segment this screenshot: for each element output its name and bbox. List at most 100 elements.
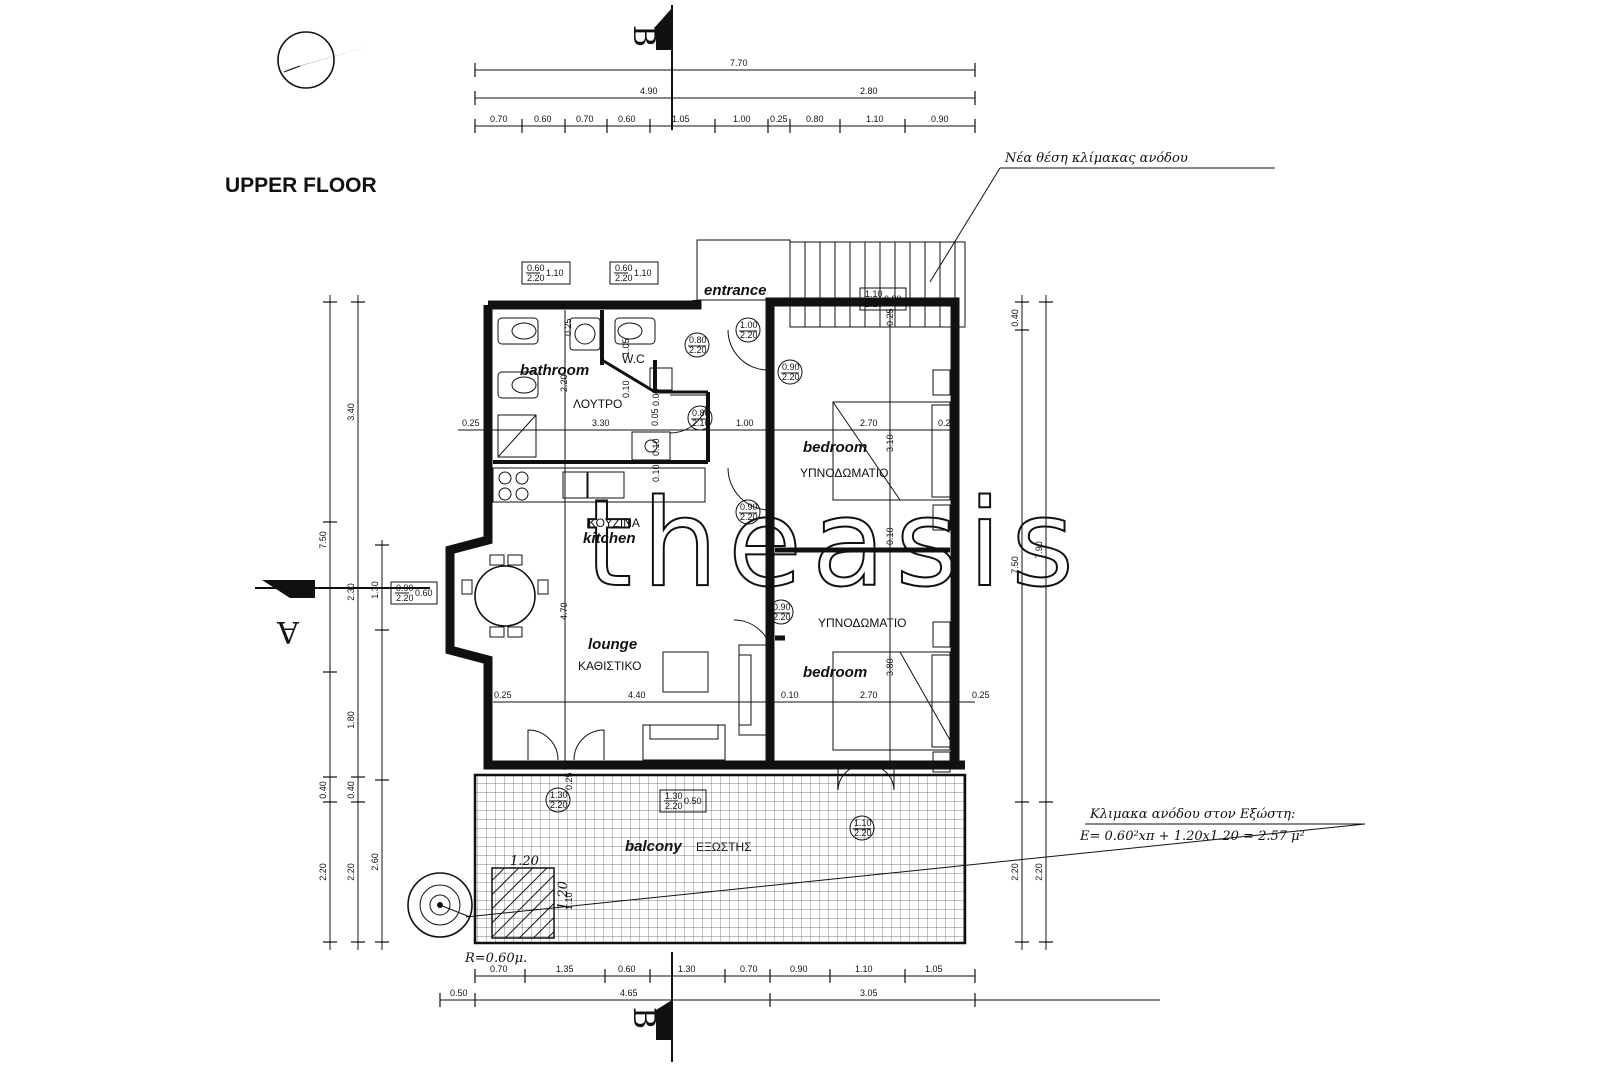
dim-top-seg: 1.05 xyxy=(672,114,690,124)
opening-width: 1.00 xyxy=(740,320,758,330)
opening-height: 2.20 xyxy=(615,273,633,283)
dim-bottom-total: 3.05 xyxy=(860,988,878,998)
dim-interior-vertical: 0.25 xyxy=(563,318,573,336)
bathroom-fixtures xyxy=(497,317,673,461)
opening-width: 0.60 xyxy=(615,263,633,273)
opening-height: 2.10 xyxy=(692,418,710,428)
bedroom1-furniture xyxy=(832,369,951,531)
dimension-top: 7.70 4.90 2.80 0.70 0.60 0.70 0.60 1.05 … xyxy=(474,58,976,133)
opening-width: 0.90 xyxy=(782,362,800,372)
opening-sill: 1.10 xyxy=(546,268,564,278)
dim-right: 0.40 xyxy=(1010,309,1020,327)
opening-width: 1.10 xyxy=(854,818,872,828)
dim-bottom-total: 4.65 xyxy=(620,988,638,998)
dim-bottom-seg: 0.70 xyxy=(740,964,758,974)
annotation-leaders xyxy=(465,167,1366,918)
opening-sill: 0.80 xyxy=(884,294,902,304)
dim-bottom-seg: 1.05 xyxy=(925,964,943,974)
dim-top-seg: 0.60 xyxy=(534,114,552,124)
dim-interior-vertical: 3.80 xyxy=(885,658,895,676)
opening-width: 1.30 xyxy=(550,790,568,800)
opening-tag-circle: 0.80 2.20 xyxy=(684,332,710,358)
room-label-entrance: entrance xyxy=(704,282,767,299)
opening-height: 2.20 xyxy=(773,612,791,622)
opening-height: 2.20 xyxy=(865,299,883,309)
watermark-logo: theasis xyxy=(585,475,1084,614)
lounge-furniture xyxy=(642,644,775,761)
room-label-bathroom-gr: ΛΟΥΤΡΟ xyxy=(573,397,622,411)
room-label-balcony-gr: ΕΞΩΣΤΗΣ xyxy=(696,840,752,854)
dim-bottom-total: 0.50 xyxy=(450,988,468,998)
dim-top-seg: 0.90 xyxy=(931,114,949,124)
opening-width: 0.80 xyxy=(692,408,710,418)
opening-tag-circle: 0.90 2.20 xyxy=(735,499,761,525)
opening-height: 2.20 xyxy=(396,593,414,603)
section-label-b-top: B xyxy=(626,25,661,47)
dim-interior: 4.40 xyxy=(628,690,646,700)
dim-interior-vertical: 0.10 xyxy=(885,527,895,545)
plan-title: UPPER FLOOR xyxy=(225,174,377,197)
dim-interior-vertical: 1.10 xyxy=(564,892,574,910)
opening-height: 2.20 xyxy=(740,512,758,522)
dim-right: 2.20 xyxy=(1010,863,1020,881)
section-label-b-bottom: B xyxy=(626,1007,661,1029)
opening-tag-circle: 0.90 2.20 xyxy=(768,599,794,625)
opening-tag-box: 0.60 2.20 1.10 xyxy=(609,261,659,285)
dim-left-outer: 0.40 xyxy=(318,781,328,799)
dim-interior-vertical: 3.10 xyxy=(885,434,895,452)
balcony-floor xyxy=(473,773,967,945)
room-label-lounge-gr: ΚΑΘΙΣΤΙΚΟ xyxy=(578,659,641,673)
dim-top-seg: 0.70 xyxy=(490,114,508,124)
dimension-bottom: 0.70 1.35 0.60 1.30 0.70 0.90 1.10 1.05 … xyxy=(439,964,1160,1007)
dim-top-right: 2.80 xyxy=(860,86,878,96)
handwritten-stairs-note: Νέα θέση κλίμακας ανόδου xyxy=(1004,151,1188,166)
opening-height: 2.20 xyxy=(550,800,568,810)
dim-left-inner: 2.20 xyxy=(346,863,356,881)
opening-width: 0.60 xyxy=(527,263,545,273)
handwritten-hatch-height: 1.20 xyxy=(556,881,571,910)
opening-width: 0.90 xyxy=(396,583,414,593)
bedroom2-furniture xyxy=(832,621,951,773)
dim-left-outer: 3.40 xyxy=(346,403,356,421)
room-label-wc: W.C xyxy=(622,352,645,366)
opening-tag-box: 1.10 2.20 0.80 xyxy=(859,287,907,311)
opening-tag-circle: 0.90 2.20 xyxy=(777,359,803,385)
dim-interior: 0.25 xyxy=(462,418,480,428)
dim-bottom-seg: 1.35 xyxy=(556,964,574,974)
dim-top-seg: 0.70 xyxy=(576,114,594,124)
spiral-stair-icon xyxy=(407,872,473,938)
entrance-stairs xyxy=(696,239,966,328)
handwritten-spiral-radius: R=0.60μ. xyxy=(464,951,527,966)
opening-height: 2.20 xyxy=(740,330,758,340)
handwritten-roof-stair-note: Κλιμακα ανόδου στον Εξώστη: xyxy=(1089,807,1295,822)
dim-interior-vertical: 4.70 xyxy=(559,602,569,620)
dim-top-seg: 1.10 xyxy=(866,114,884,124)
dim-interior: 2.70 xyxy=(860,690,878,700)
dim-left-col3: 2.60 xyxy=(370,853,380,871)
dim-interior-vertical: 0.25 xyxy=(885,308,895,326)
opening-width: 0.80 xyxy=(689,335,707,345)
handwritten-roof-stair-formula: E= 0.60²xπ + 1.20x1.20 = 2.57 μ² xyxy=(1079,829,1305,844)
dim-right: 2.20 xyxy=(1034,863,1044,881)
room-label-bedroom-1-gr: ΥΠΝΟΔΩΜΑΤΙΟ xyxy=(800,466,889,480)
kitchen-counter xyxy=(492,467,706,503)
room-label-kitchen: kitchen xyxy=(583,530,636,547)
section-label-a: A xyxy=(277,614,300,649)
dim-left-window: 1.30 xyxy=(370,581,380,599)
dim-bottom-seg: 1.10 xyxy=(855,964,873,974)
dim-top-left: 4.90 xyxy=(640,86,658,96)
dim-top-seg: 0.80 xyxy=(806,114,824,124)
room-label-kitchen-gr: ΚΟΥΖΙΝΑ xyxy=(588,516,640,530)
interior-walls xyxy=(493,310,950,641)
dim-interior-vertical: 0.10 xyxy=(651,464,661,482)
section-marker-b-bottom: B xyxy=(626,952,673,1062)
dim-bottom-seg: 1.30 xyxy=(678,964,696,974)
opening-sill: 1.10 xyxy=(634,268,652,278)
opening-tag-circle: 1.10 2.20 xyxy=(849,815,875,841)
dim-left-inner: 0.40 xyxy=(346,781,356,799)
handwritten-hatch-width: 1.20 xyxy=(510,854,539,869)
opening-tag-circle: 1.30 2.20 xyxy=(545,787,571,813)
dimension-left: 3.40 7.50 2.30 1.80 0.40 2.20 0.40 2.20 … xyxy=(318,295,389,950)
opening-height: 2.20 xyxy=(527,273,545,283)
